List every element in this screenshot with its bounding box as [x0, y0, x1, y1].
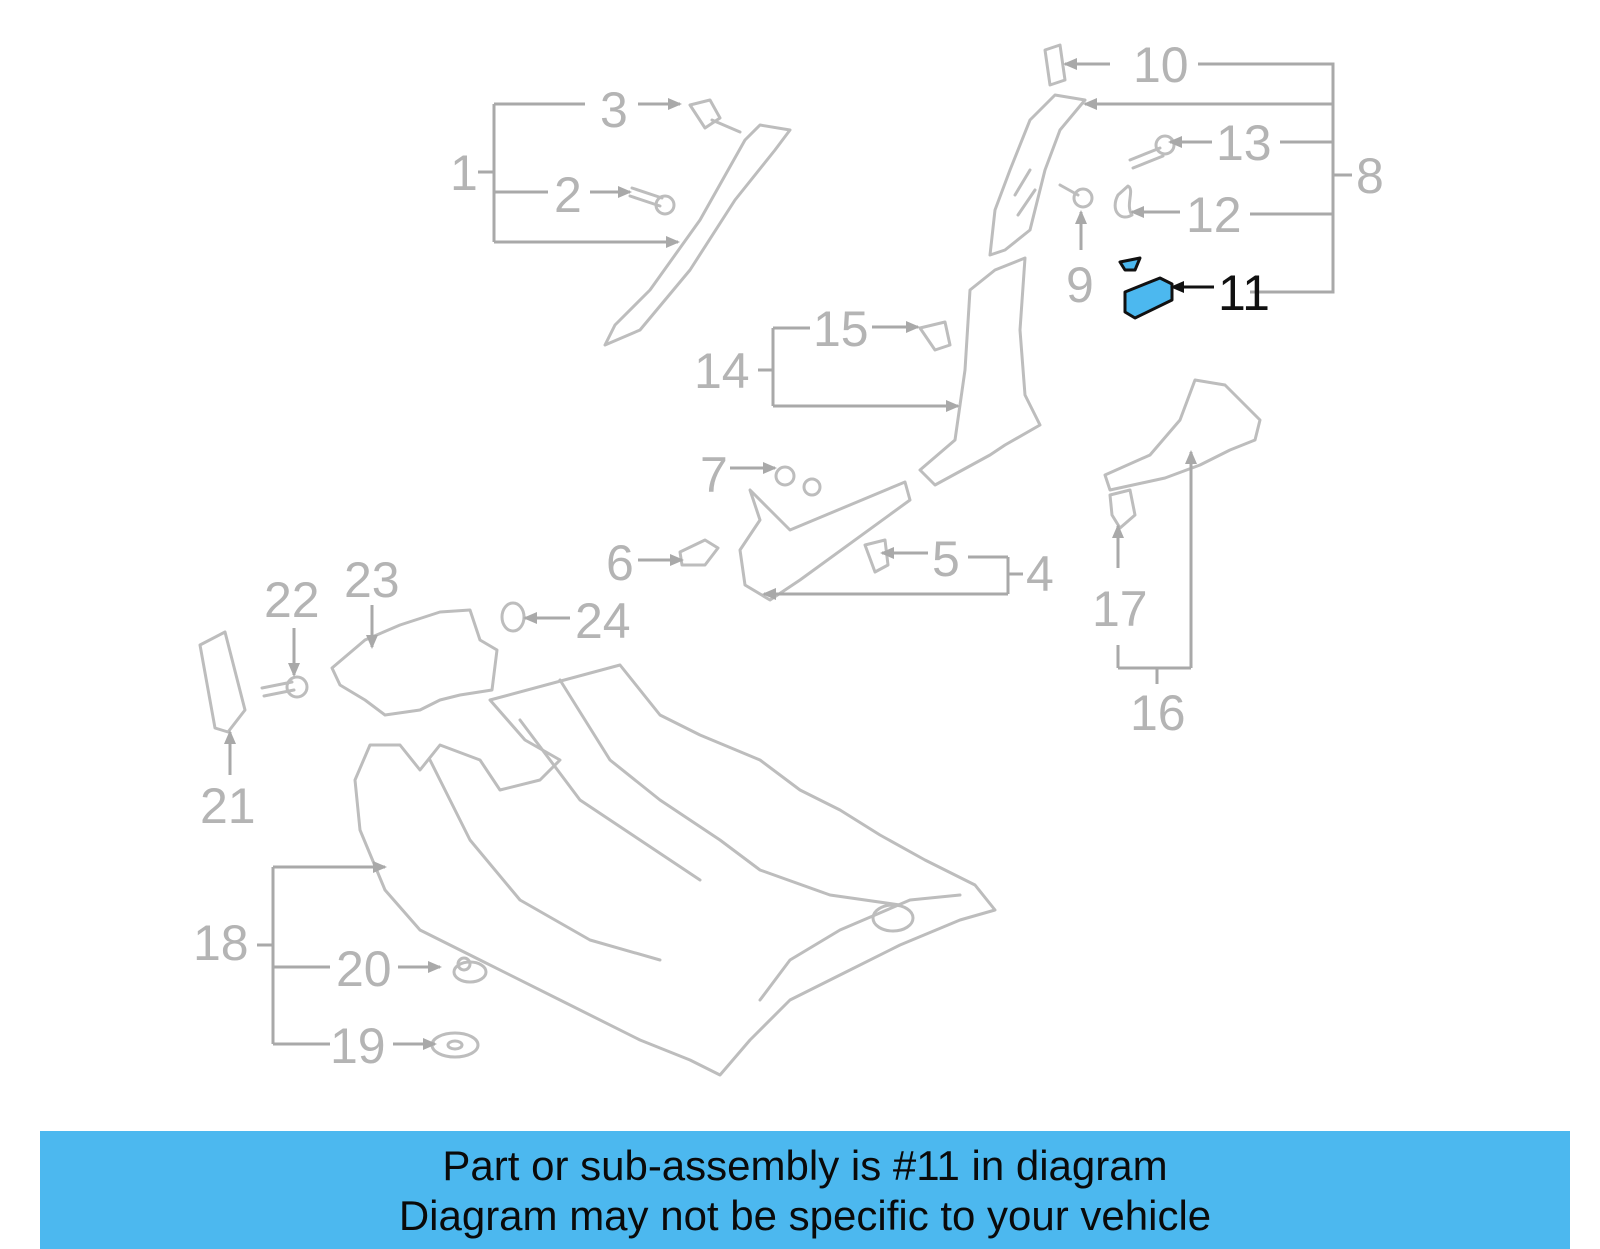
callout-17: 17 — [1092, 581, 1148, 637]
clip-part-5 — [863, 538, 890, 574]
callout-4: 4 — [1026, 546, 1054, 602]
bolt-part-2 — [628, 186, 676, 216]
grommet-part-24 — [500, 601, 526, 633]
info-banner: Part or sub-assembly is #11 in diagram D… — [40, 1131, 1570, 1249]
callout-21: 21 — [200, 778, 256, 834]
callout-2: 2 — [554, 167, 582, 223]
floor-carpet — [353, 663, 997, 1077]
callout-22: 22 — [264, 572, 320, 628]
bracket-part-23 — [330, 608, 499, 717]
banner-disclaimer-line: Diagram may not be specific to your vehi… — [398, 1192, 1212, 1239]
clip-part-7 — [774, 465, 822, 497]
callout-15: 15 — [813, 301, 869, 357]
screw-part-9 — [1058, 183, 1094, 209]
rear-pillar-trim — [1103, 378, 1262, 492]
clip-part-6 — [678, 538, 720, 567]
callout-1: 1 — [450, 145, 478, 201]
nut-part-20 — [452, 956, 488, 984]
clip-part-10 — [1043, 43, 1067, 87]
callout-9: 9 — [1066, 257, 1094, 313]
floor-carpet-plug — [871, 903, 915, 933]
callout-20: 20 — [336, 941, 392, 997]
callout-19: 19 — [330, 1018, 386, 1074]
bolt-part-22 — [260, 675, 309, 699]
callout-14: 14 — [694, 343, 750, 399]
callout-5: 5 — [932, 531, 960, 587]
clip-part-3 — [688, 98, 742, 134]
b-pillar-upper-trim — [988, 93, 1087, 257]
bolt-part-13 — [1128, 134, 1176, 170]
callout-18: 18 — [193, 915, 249, 971]
callout-16: 16 — [1130, 685, 1186, 741]
callout-7: 7 — [700, 447, 728, 503]
side-trim-part-21 — [198, 630, 247, 734]
callout-24: 24 — [575, 593, 631, 649]
callout-3: 3 — [600, 82, 628, 138]
callout-8: 8 — [1356, 148, 1384, 204]
callout-6: 6 — [606, 535, 634, 591]
clip-part-15 — [918, 320, 952, 352]
clip-part-12 — [1113, 184, 1134, 219]
b-pillar-lower-trim — [918, 256, 1042, 487]
b-pillar-upper-detail — [1013, 168, 1037, 217]
clip-part-17 — [1108, 488, 1137, 530]
callout-10: 10 — [1133, 37, 1189, 93]
callout-12: 12 — [1186, 187, 1242, 243]
leader-lines — [224, 58, 1352, 1050]
highlighted-part-11 — [1118, 256, 1174, 320]
washer-part-19 — [430, 1031, 480, 1059]
sill-plate-trim — [738, 480, 912, 602]
callout-11: 11 — [1218, 265, 1270, 321]
callout-13: 13 — [1216, 115, 1272, 171]
a-pillar-trim — [603, 123, 792, 347]
floor-carpet-tunnel — [428, 678, 962, 1002]
banner-part-line: Part or sub-assembly is #11 in diagram — [442, 1142, 1168, 1189]
callout-23: 23 — [344, 552, 400, 608]
